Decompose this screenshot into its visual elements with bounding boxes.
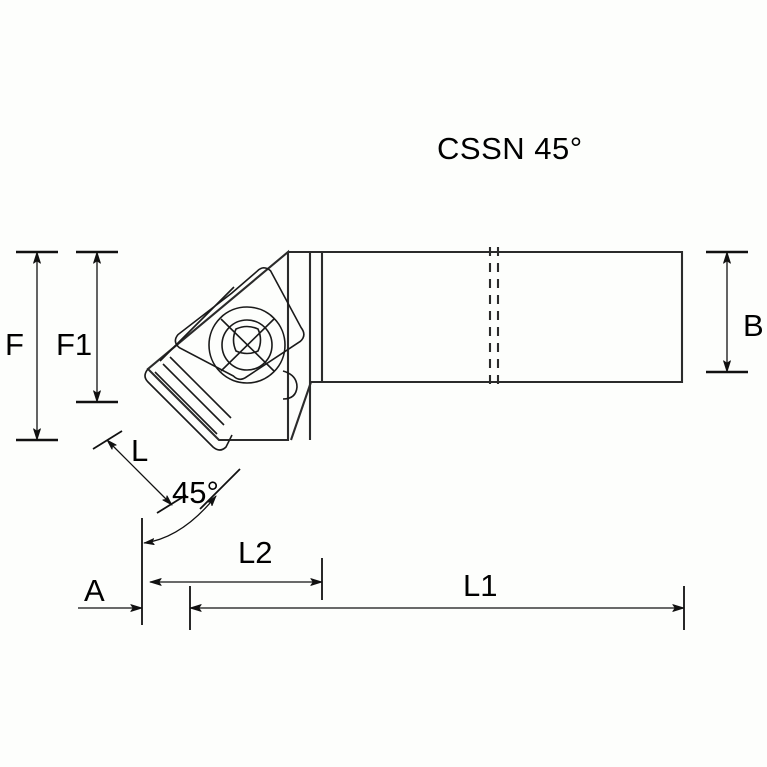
- dimension-L1: [189, 586, 685, 630]
- angle-arc-45: [144, 496, 216, 543]
- screw-outer-circle: [208, 306, 286, 384]
- insert-chamfer-3: [169, 356, 232, 419]
- cutting-insert-outline: [144, 286, 235, 451]
- dim-label-F: F: [5, 327, 24, 362]
- head-outline: [146, 249, 290, 442]
- screw-relief-arc: [282, 370, 298, 400]
- screw-socket-square: [232, 325, 262, 355]
- drawing-title: CSSN 45°: [437, 131, 583, 166]
- screw-cross-line-2: [220, 318, 275, 372]
- insert-chamfer-2: [162, 363, 225, 426]
- dim-label-L1: L1: [463, 568, 498, 603]
- dim-label-angle: 45°: [172, 475, 219, 510]
- tool-body-outline: [146, 249, 684, 442]
- head-shank-chamfer: [290, 381, 312, 441]
- dim-label-B: B: [743, 308, 764, 343]
- screw-middle-circle: [221, 319, 273, 371]
- dim-label-A: A: [84, 573, 105, 608]
- insert-seat: [174, 266, 305, 381]
- dim-label-L: L: [131, 433, 149, 468]
- dim-label-L2: L2: [238, 535, 273, 570]
- dim-label-F1: F1: [56, 327, 93, 362]
- angle-ref-diagonal-lower: [130, 509, 200, 579]
- shank-outline: [288, 250, 684, 384]
- dimension-B: [706, 250, 748, 374]
- dimension-L2: [150, 558, 323, 600]
- dimension-F1: [76, 250, 118, 404]
- shank-break-lines: [488, 247, 500, 387]
- head-shank-junction-lines: [308, 252, 324, 440]
- dim-L-line: [107, 440, 172, 505]
- dimension-F: [16, 250, 58, 442]
- clamp-screw: [208, 306, 298, 400]
- insert-nose-radius: [144, 368, 233, 451]
- insert-chamfer-1: [154, 371, 218, 435]
